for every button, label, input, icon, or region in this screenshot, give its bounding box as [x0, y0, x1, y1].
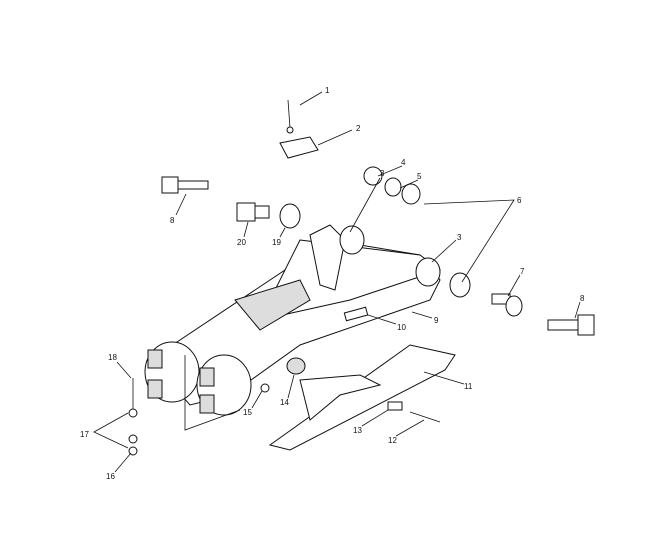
- chain-slider: [268, 344, 456, 451]
- callout-8b: 8: [170, 216, 175, 225]
- callout-17: 17: [80, 430, 89, 439]
- callout-3b: 3: [457, 233, 462, 242]
- callout-16: 16: [106, 472, 115, 481]
- callout-8: 8: [580, 294, 585, 303]
- callout-19: 19: [272, 238, 281, 247]
- leader-lines: [93, 91, 581, 473]
- callout-13: 13: [353, 426, 362, 435]
- callout-4: 4: [401, 158, 406, 167]
- callout-6: 6: [517, 196, 522, 205]
- callout-3: 3: [380, 169, 385, 178]
- callout-15: 15: [243, 408, 252, 417]
- callout-18: 18: [108, 353, 117, 362]
- callout-labels: 1 2 3 4 5 6 3 7 8 8 20 19 10 9 11 18 17 …: [80, 86, 585, 481]
- hardware: [128, 99, 595, 456]
- callout-10: 10: [397, 323, 406, 332]
- callout-14: 14: [280, 398, 289, 407]
- callout-5: 5: [417, 172, 422, 181]
- callout-9: 9: [434, 316, 439, 325]
- swing-arm: [144, 224, 442, 431]
- callout-20: 20: [237, 238, 246, 247]
- callout-7: 7: [520, 267, 525, 276]
- callout-11: 11: [464, 382, 473, 391]
- callout-12: 12: [388, 436, 397, 445]
- callout-1: 1: [325, 86, 330, 95]
- callout-2: 2: [356, 124, 361, 133]
